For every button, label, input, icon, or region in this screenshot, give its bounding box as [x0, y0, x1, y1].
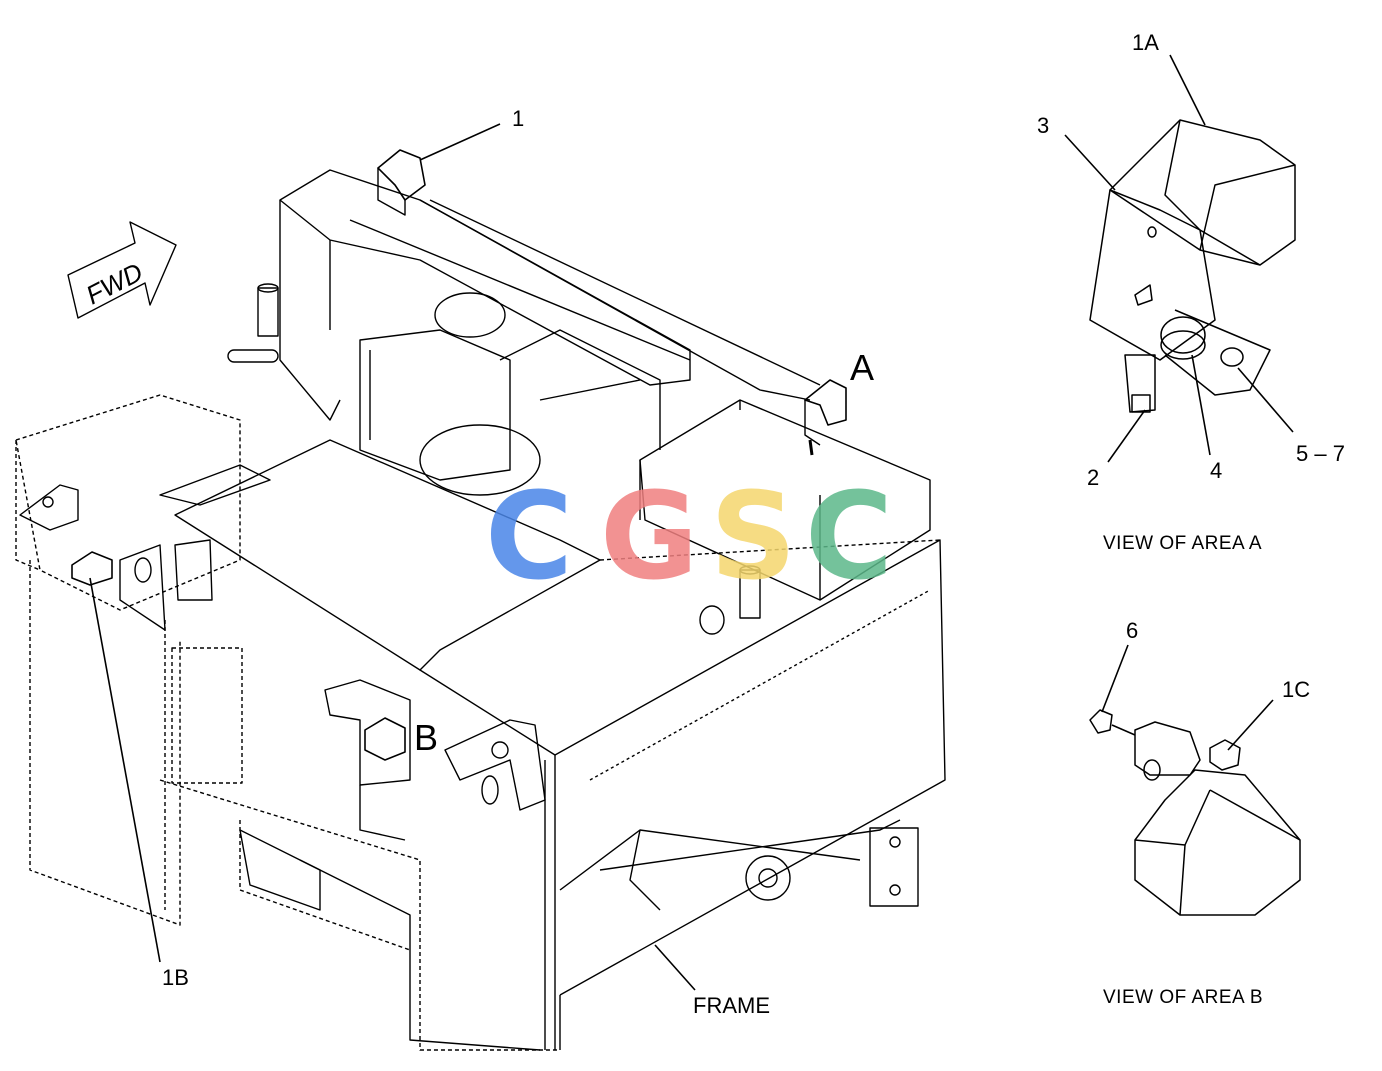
- callout-5-7: 5 – 7: [1296, 441, 1345, 466]
- callout-3: 3: [1037, 113, 1049, 138]
- callout-6: 6: [1126, 618, 1138, 643]
- forward-arrow-label: FWD: [81, 257, 147, 311]
- caption-view-area-b: VIEW OF AREA B: [1103, 987, 1263, 1008]
- callout-area-a: A: [850, 347, 874, 388]
- callout-1b: 1B: [162, 965, 189, 990]
- watermark-letter-4: C: [805, 468, 893, 607]
- detail-view-area-a: [1089, 119, 1296, 413]
- callout-frame: FRAME: [693, 993, 770, 1018]
- caption-view-area-a: VIEW OF AREA A: [1103, 533, 1262, 554]
- leader-lines: [89, 54, 1294, 991]
- detail-view-area-b: [1089, 709, 1301, 916]
- callout-1c: 1C: [1282, 677, 1310, 702]
- watermark-letter-3: S: [710, 468, 796, 607]
- callout-1: 1: [512, 106, 524, 131]
- callout-1a: 1A: [1132, 30, 1159, 55]
- watermark: C G S C: [485, 468, 893, 607]
- frame-assembly-drawing: [15, 149, 946, 1051]
- callout-4: 4: [1210, 458, 1222, 483]
- callout-area-b: B: [414, 717, 438, 758]
- watermark-letter-1: C: [485, 468, 573, 607]
- callout-2: 2: [1087, 465, 1099, 490]
- watermark-letter-2: G: [600, 468, 699, 607]
